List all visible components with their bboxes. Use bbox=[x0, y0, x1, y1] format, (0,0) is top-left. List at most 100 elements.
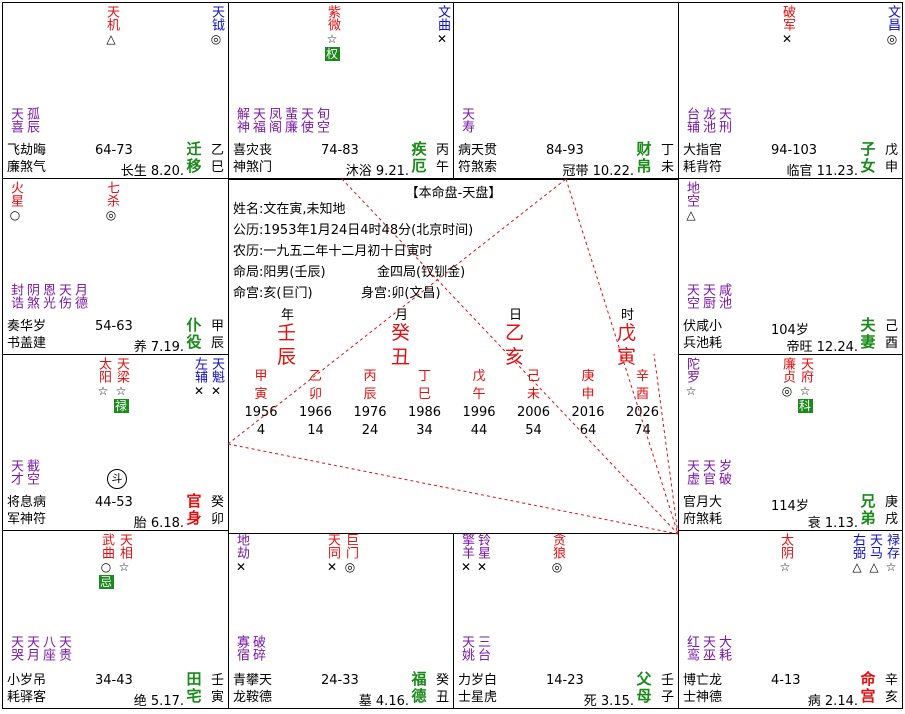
gods-row-2: 士星虎 bbox=[458, 690, 497, 706]
minor-stars: 天虚天官岁破 bbox=[683, 459, 731, 485]
pillar-stem: 戊 bbox=[617, 322, 637, 344]
decade-year: 1976 bbox=[353, 405, 387, 420]
decade-age: 74 bbox=[634, 423, 651, 438]
star-name: 天相 bbox=[117, 533, 132, 559]
heavenly-stem: 壬 bbox=[660, 673, 674, 688]
star-name: 太阳 bbox=[96, 357, 111, 383]
star-brightness: ✕ bbox=[193, 384, 205, 398]
earthly-branch: 巳 bbox=[210, 160, 224, 175]
age-range: 14-23 bbox=[546, 673, 584, 688]
pillar-branch: 寅 bbox=[617, 346, 637, 368]
minor-star: 天月 bbox=[24, 635, 39, 661]
stem-branch: 乙巳 bbox=[211, 142, 224, 176]
info-lunar: 农历:一九五二年十二月初十日寅时 bbox=[233, 244, 433, 259]
minor-star: 天虚 bbox=[684, 459, 699, 485]
stem-branch: 庚戌 bbox=[885, 494, 898, 528]
minor-star: 凤阁 bbox=[266, 107, 281, 133]
gods-row-2: 耗背符 bbox=[683, 160, 722, 176]
star: 文曲✕ bbox=[434, 5, 450, 47]
minor-stars: 红鸾天巫大耗 bbox=[683, 635, 731, 661]
palace-name-2: 弟 bbox=[860, 509, 876, 527]
decade-stem: 乙 bbox=[308, 369, 322, 384]
stage: 长生 8.20. bbox=[120, 164, 184, 179]
gods-row-2: 龙鞍德 bbox=[233, 690, 272, 706]
palace-name-1: 兄 bbox=[860, 492, 876, 510]
star-name: 文曲 bbox=[435, 5, 450, 31]
minor-star: 月德 bbox=[72, 283, 87, 309]
stage: 死 3.15. bbox=[583, 694, 634, 709]
gods-2: 龙鞍德 bbox=[233, 690, 273, 705]
star-brightness: ☆ bbox=[685, 384, 697, 398]
star-brightness: ◎ bbox=[886, 32, 898, 46]
stem-branch: 壬子 bbox=[661, 672, 674, 706]
star: 天同✕ bbox=[324, 533, 340, 575]
star-brightness: △ bbox=[106, 32, 116, 46]
gods-1: 小岁吊 bbox=[7, 673, 47, 688]
stage: 胎 6.18. bbox=[133, 516, 184, 531]
palace-name-2: 女 bbox=[860, 157, 876, 175]
palace-name-2: 德 bbox=[411, 687, 427, 705]
star: 贪狼◎ bbox=[549, 533, 565, 575]
info-mingong: 命宫:亥(巨门) bbox=[233, 286, 313, 301]
stage: 绝 5.17. bbox=[133, 694, 184, 709]
star-name: 火星 bbox=[8, 181, 23, 207]
star-name: 天马 bbox=[867, 533, 882, 559]
palace-name-1: 福 bbox=[411, 670, 427, 688]
stage: 墓 4.16. bbox=[358, 694, 409, 709]
gods-row-1: 将息病 bbox=[7, 495, 46, 511]
age-range: 94-103 bbox=[771, 143, 818, 158]
stem-branch: 壬寅 bbox=[211, 672, 224, 706]
star-name: 天机 bbox=[104, 5, 119, 31]
minor-star: 破碎 bbox=[250, 635, 265, 661]
minor-star: 咸池 bbox=[716, 283, 731, 309]
pillar-stem: 癸 bbox=[391, 322, 411, 344]
star-name: 天魁 bbox=[209, 357, 224, 383]
star-name: 天府 bbox=[798, 357, 813, 383]
decade-stem: 甲 bbox=[254, 369, 268, 384]
palace-name: 命宫 bbox=[860, 671, 876, 705]
decade-branch: 寅 bbox=[254, 387, 268, 402]
gods-row-1: 喜灾丧 bbox=[233, 143, 272, 159]
gods-row-2: 兵池耗 bbox=[683, 336, 722, 352]
palace-name-1: 官 bbox=[186, 492, 202, 510]
palace-name-2: 母 bbox=[636, 687, 652, 705]
gods-row-1: 青攀天 bbox=[233, 673, 272, 689]
star-brightness: ✕ bbox=[460, 560, 472, 574]
pillar-branch: 亥 bbox=[505, 346, 525, 368]
stem-branch: 丁未 bbox=[661, 142, 674, 176]
minor-stars: 解神天福凤阁蜚廉天使旬空 bbox=[233, 107, 329, 133]
heavenly-stem: 甲 bbox=[210, 319, 224, 334]
palace-name-2: 妻 bbox=[860, 333, 876, 351]
decade-age: 24 bbox=[361, 423, 379, 438]
gods-2: 士星虎 bbox=[458, 690, 498, 705]
stage: 沐浴 9.21. bbox=[345, 164, 409, 179]
gods-row-1: 伏咸小 bbox=[683, 319, 722, 335]
earthly-branch: 申 bbox=[884, 160, 898, 175]
decade-branch: 巳 bbox=[417, 387, 431, 402]
stem-branch: 癸丑 bbox=[436, 672, 449, 706]
info-solar: 公历:1953年1月24日4时48分(北京时间) bbox=[233, 223, 474, 238]
stem-branch: 辛亥 bbox=[885, 672, 898, 706]
star-brightness: ◎ bbox=[105, 208, 117, 222]
palace-name: 田宅 bbox=[186, 671, 202, 705]
age-range: 104岁 bbox=[771, 323, 809, 338]
minor-star: 天刑 bbox=[716, 107, 731, 133]
palace-name-1: 迁 bbox=[186, 140, 202, 158]
sihua-badge: 禄 bbox=[113, 399, 129, 413]
sihua-badge: 权 bbox=[324, 47, 340, 61]
gods-row-2: 府煞耗 bbox=[683, 512, 722, 528]
gods-2: 廉煞气 bbox=[7, 160, 47, 175]
gods-1: 伏咸小 bbox=[683, 319, 723, 334]
star-name: 天梁 bbox=[114, 357, 129, 383]
earthly-branch: 未 bbox=[660, 160, 674, 175]
star: 武曲○忌 bbox=[98, 533, 114, 590]
gods-1: 力岁白 bbox=[458, 673, 498, 688]
star-name: 擎羊 bbox=[459, 533, 474, 559]
star-brightness: ◎ bbox=[781, 384, 793, 398]
gods-2: 士神德 bbox=[683, 690, 723, 705]
palace-name-2: 身 bbox=[186, 509, 202, 527]
decade-year: 2016 bbox=[571, 405, 605, 420]
